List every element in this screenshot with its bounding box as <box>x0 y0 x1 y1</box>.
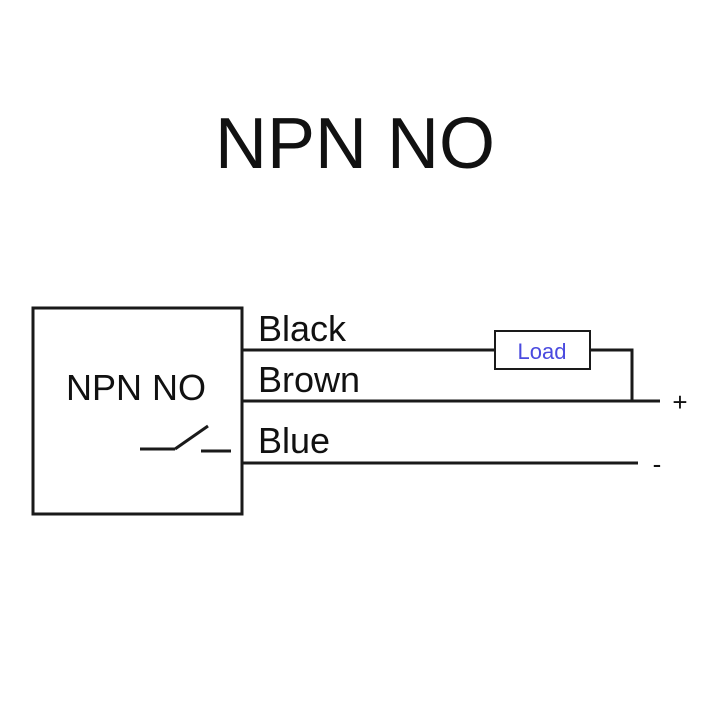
blue-wire-label: Blue <box>258 420 330 461</box>
load-resistor <box>494 330 591 370</box>
page-title: NPN NO <box>215 104 495 184</box>
brown-wire-label: Brown <box>258 359 360 400</box>
sensor-label: NPN NO <box>66 367 206 408</box>
sensor-box <box>31 306 244 516</box>
load-to-positive-wire <box>590 348 634 401</box>
switch-symbol <box>140 424 231 453</box>
load-label: Load <box>518 339 567 364</box>
negative-terminal-label: - <box>653 449 662 479</box>
positive-terminal-label: + <box>672 387 687 417</box>
black-wire-label: Black <box>258 308 347 349</box>
